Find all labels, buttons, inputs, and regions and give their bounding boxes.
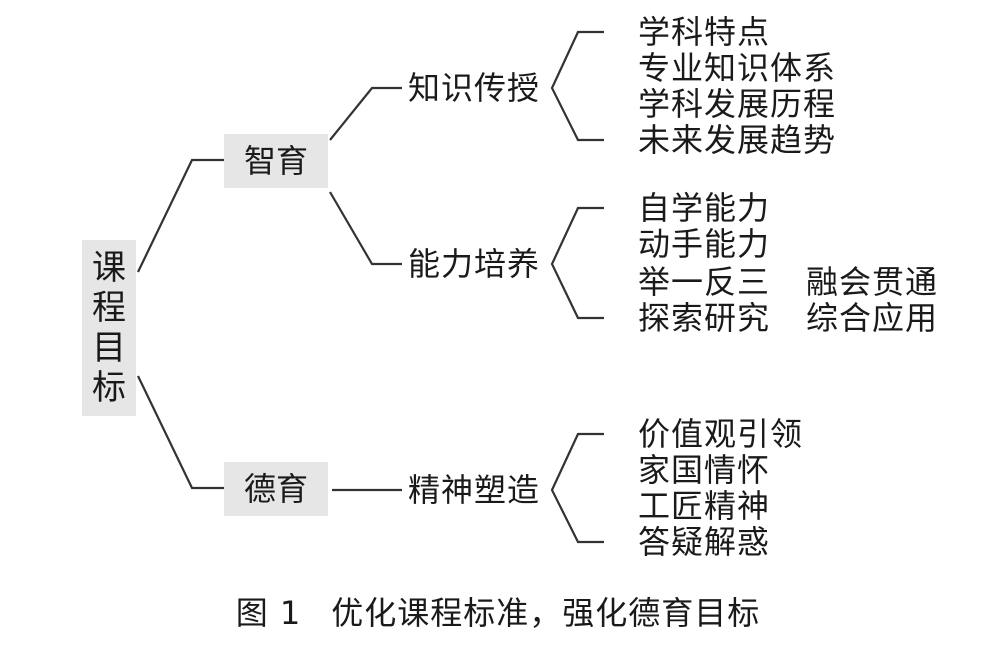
node-nengli-peiyang: 能力培养 xyxy=(408,245,541,283)
bracket-knowledge xyxy=(550,30,604,142)
line-zhiyu-nengli xyxy=(329,191,402,266)
leaf-item: 探索研究 xyxy=(638,299,771,337)
leaf-item: 自学能力 xyxy=(638,189,771,227)
figure-caption-text: 优化课程标准，强化德育目标 xyxy=(331,594,761,632)
node-deyu: 德育 xyxy=(224,462,328,516)
leaf-item: 专业知识体系 xyxy=(638,49,837,87)
leaf-item: 家国情怀 xyxy=(638,451,771,489)
leaf-item: 工匠精神 xyxy=(638,487,771,525)
root-node: 课 程 目 标 xyxy=(82,240,136,416)
root-char: 课 xyxy=(92,248,126,288)
bracket-ability xyxy=(550,206,604,320)
leaf-item: 举一反三 xyxy=(638,263,771,301)
figure-caption: 图 1 优化课程标准，强化德育目标 xyxy=(0,588,996,634)
leaf-item-extra: 综合应用 xyxy=(806,299,939,337)
leaf-item: 价值观引领 xyxy=(638,415,804,453)
line-root-deyu xyxy=(137,375,224,490)
node-zhishi-chuanshou: 知识传授 xyxy=(408,69,541,107)
node-jingshen-suzao: 精神塑造 xyxy=(408,471,541,509)
leaf-item: 答疑解惑 xyxy=(638,523,771,561)
root-char: 标 xyxy=(92,368,126,408)
line-zhiyu-zhishi xyxy=(329,86,402,141)
node-zhiyu: 智育 xyxy=(224,134,328,188)
root-char: 目 xyxy=(92,328,126,368)
leaf-item: 未来发展趋势 xyxy=(638,121,837,159)
leaf-item: 学科特点 xyxy=(638,13,771,51)
leaf-item-extra: 融会贯通 xyxy=(806,263,939,301)
root-char: 程 xyxy=(92,288,126,328)
leaf-item: 学科发展历程 xyxy=(638,85,837,123)
line-root-zhiyu xyxy=(137,158,224,273)
bracket-spirit xyxy=(550,432,604,544)
figure-number: 图 1 xyxy=(235,594,302,632)
leaf-item: 动手能力 xyxy=(638,225,771,263)
